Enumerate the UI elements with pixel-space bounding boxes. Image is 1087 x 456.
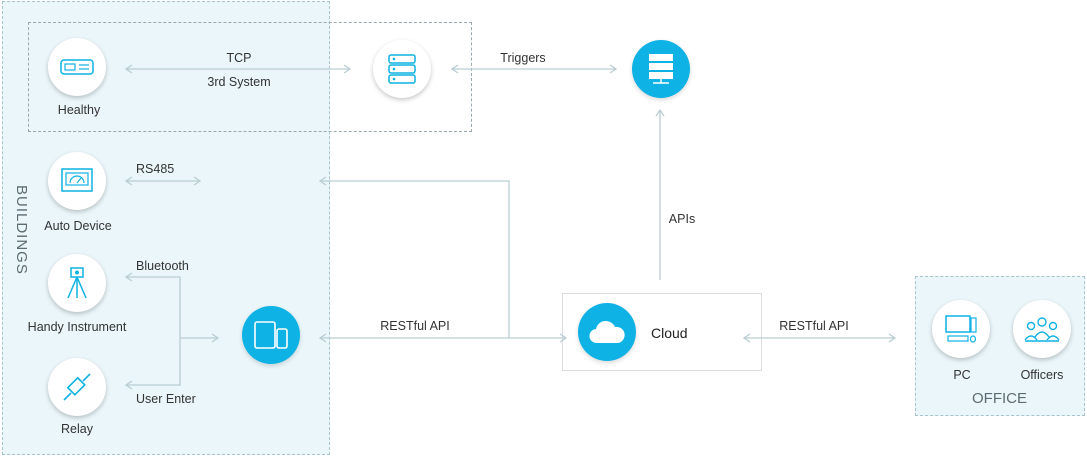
restful-api-left-label: RESTful API <box>380 319 450 333</box>
device-icon <box>60 59 94 75</box>
relay-label: Relay <box>61 422 93 436</box>
tripod-icon <box>67 267 87 299</box>
officers-label: Officers <box>1020 368 1064 382</box>
buildings-label: BUILDINGS <box>13 185 30 275</box>
tcp-label: TCP <box>226 51 252 65</box>
apis-label: APIs <box>668 212 696 226</box>
database-node <box>373 40 431 98</box>
database-icon <box>388 54 416 84</box>
bluetooth-label: Bluetooth <box>136 259 189 273</box>
pc-node <box>932 300 990 358</box>
healthy-node <box>48 38 106 96</box>
handy-instrument-node <box>48 254 106 312</box>
relay-node <box>48 358 106 416</box>
third-system-zone <box>28 22 472 132</box>
cloud-label: Cloud <box>651 325 688 341</box>
cloud-icon <box>589 320 625 344</box>
server-node <box>632 40 690 98</box>
restful-api-right-label: RESTful API <box>779 319 849 333</box>
auto-device-label: Auto Device <box>44 219 112 233</box>
mobile-node <box>242 306 300 364</box>
triggers-label: Triggers <box>500 51 546 65</box>
officers-node <box>1013 300 1071 358</box>
cloud-node <box>578 303 636 361</box>
computer-icon <box>945 315 977 343</box>
pc-label: PC <box>953 368 971 382</box>
auto-device-node <box>48 152 106 210</box>
user-enter-label: User Enter <box>136 392 196 406</box>
resistor-icon <box>63 373 91 401</box>
edge-bluetooth-user-enter <box>126 276 181 386</box>
server-icon <box>649 54 673 84</box>
people-icon <box>1024 317 1060 342</box>
office-label: OFFICE <box>972 390 1027 407</box>
handy-instrument-label: Handy Instrument <box>27 320 127 334</box>
third-system-label: 3rd System <box>207 75 271 89</box>
rs485-label: RS485 <box>136 162 175 176</box>
healthy-label: Healthy <box>57 103 101 117</box>
monitor-gauge-icon <box>61 168 93 192</box>
edge-buildings-cloud <box>320 180 510 338</box>
tablet-phone-icon <box>254 321 288 349</box>
